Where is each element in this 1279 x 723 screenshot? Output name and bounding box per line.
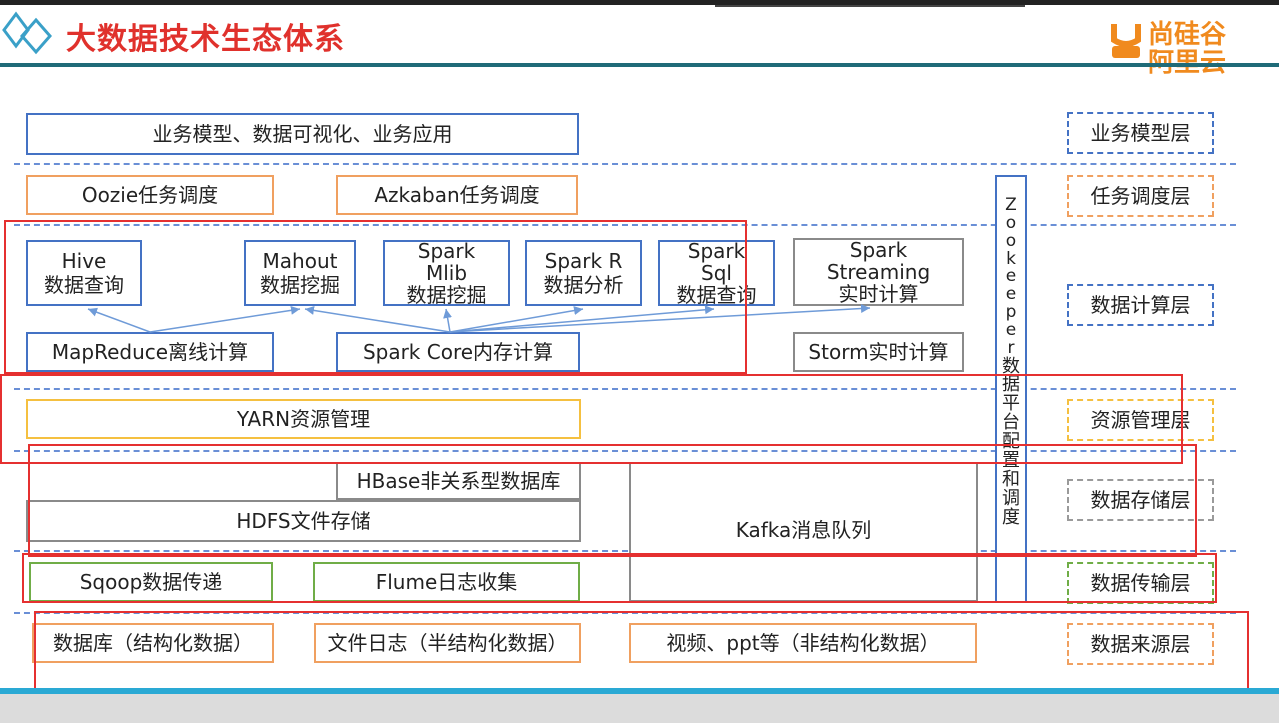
storm-box: Storm实时计算	[793, 332, 964, 372]
yarn-box: YARN资源管理	[26, 399, 581, 439]
spark-streaming-sublabel: 实时计算	[838, 282, 919, 306]
spark-sql-sublabel: 数据查询	[676, 283, 757, 307]
spark-streaming-label: Spark	[849, 238, 908, 262]
zookeeper-char: 据	[1002, 374, 1020, 396]
azkaban-box: Azkaban任务调度	[336, 175, 578, 215]
spark-sql-label2: Sql	[701, 261, 732, 285]
arrow-sparkcore-sparkr	[449, 306, 584, 333]
spark-mlib-box: Spark Mlib 数据挖掘	[383, 240, 510, 306]
top-dark-line	[0, 0, 1279, 5]
spark-streaming-box: Spark Streaming 实时计算	[793, 238, 964, 306]
business-box: 业务模型、数据可视化、业务应用	[26, 113, 579, 155]
page-title: 大数据技术生态体系	[66, 22, 345, 57]
spark-streaming-label2: Streaming	[826, 260, 931, 284]
spark-sql-label: Spark	[687, 239, 746, 263]
zookeeper-char: 置	[1002, 450, 1020, 472]
zookeeper-char: o	[1005, 212, 1017, 233]
player-bar	[0, 694, 1279, 723]
arrow-sparkcore-streaming	[449, 304, 871, 333]
zookeeper-char: 调	[1002, 487, 1020, 509]
arrow-sparkcore-mahout	[304, 305, 451, 333]
diamond-logo-icon	[2, 10, 58, 60]
layer-separator	[14, 388, 1236, 390]
zookeeper-char: e	[1005, 266, 1017, 287]
spark-mlib-sublabel: 数据挖掘	[406, 283, 487, 307]
spark-r-box: Spark R 数据分析	[525, 240, 642, 306]
spark-r-sublabel: 数据分析	[543, 273, 624, 297]
spark-r-label: Spark R	[544, 249, 623, 273]
video-box: 视频、ppt等（非结构化数据）	[629, 623, 977, 663]
zookeeper-char: 和	[1002, 468, 1020, 490]
top-thin-line	[715, 5, 1025, 7]
layer-label-business: 业务模型层	[1067, 112, 1214, 154]
mahout-sublabel: 数据挖掘	[260, 273, 340, 297]
layer-label-transfer: 数据传输层	[1067, 562, 1214, 604]
zookeeper-char: 度	[1002, 506, 1020, 528]
hive-label: Hive	[61, 249, 107, 273]
layer-separator	[14, 224, 1236, 226]
zookeeper-box: Z o o k e e p e r 数 据 平 台 配 置 和 调 度	[995, 175, 1027, 603]
kafka-label: Kafka消息队列	[735, 518, 872, 542]
layer-separator	[14, 450, 1236, 452]
highlight-source	[34, 611, 1249, 698]
oozie-box: Oozie任务调度	[26, 175, 274, 215]
highlight-storage	[28, 444, 1197, 557]
header-underline	[0, 63, 1279, 67]
brand-logo-top: 尚硅谷	[1148, 20, 1227, 50]
zookeeper-char: 台	[1002, 412, 1020, 434]
zookeeper-char: r	[1007, 337, 1015, 358]
spark-core-box: Spark Core内存计算	[336, 332, 580, 372]
spark-mlib-label: Spark	[417, 239, 476, 263]
arrow-sparkcore-sql	[449, 305, 715, 333]
layer-label-storage: 数据存储层	[1067, 479, 1214, 521]
layer-label-compute: 数据计算层	[1067, 284, 1214, 326]
highlight-compute	[4, 220, 747, 374]
zookeeper-char: k	[1006, 248, 1016, 269]
spark-sql-box: Spark Sql 数据查询	[658, 240, 775, 306]
layer-label-resource: 资源管理层	[1067, 399, 1214, 441]
zookeeper-char: o	[1005, 230, 1017, 251]
hive-box: Hive 数据查询	[26, 240, 142, 306]
brand-logo-icon	[1108, 20, 1144, 60]
hive-sublabel: 数据查询	[44, 273, 124, 297]
arrow-mapreduce-mahout	[149, 305, 301, 333]
layer-label-scheduling: 任务调度层	[1067, 175, 1214, 217]
bottom-accent-line	[0, 688, 1279, 694]
layer-separator	[14, 163, 1236, 165]
sqoop-box: Sqoop数据传递	[29, 562, 273, 602]
zookeeper-char: e	[1005, 319, 1017, 340]
zookeeper-char: Z	[1005, 195, 1017, 215]
layer-label-source: 数据来源层	[1067, 623, 1214, 665]
layer-separator	[14, 612, 1236, 614]
flume-box: Flume日志收集	[313, 562, 580, 602]
highlight-transfer	[22, 553, 1217, 603]
arrow-sparkcore-mlib	[443, 308, 452, 333]
mapreduce-box: MapReduce离线计算	[26, 332, 274, 372]
mahout-label: Mahout	[262, 249, 338, 273]
file-log-box: 文件日志（半结构化数据）	[314, 623, 581, 663]
arrow-mapreduce-hive	[87, 307, 151, 333]
mahout-box: Mahout 数据挖掘	[244, 240, 356, 306]
zookeeper-char: 配	[1002, 431, 1020, 453]
database-box: 数据库（结构化数据）	[32, 623, 274, 663]
spark-mlib-label2: Mlib	[425, 261, 468, 285]
zookeeper-char: 平	[1002, 393, 1020, 415]
highlight-resource	[0, 374, 1183, 464]
hbase-box: HBase非关系型数据库	[336, 462, 581, 500]
layer-separator	[14, 550, 1236, 552]
hdfs-box: HDFS文件存储	[26, 500, 581, 542]
zookeeper-char: e	[1005, 284, 1017, 305]
zookeeper-char: p	[1005, 302, 1017, 323]
zookeeper-char: 数	[1002, 355, 1020, 377]
